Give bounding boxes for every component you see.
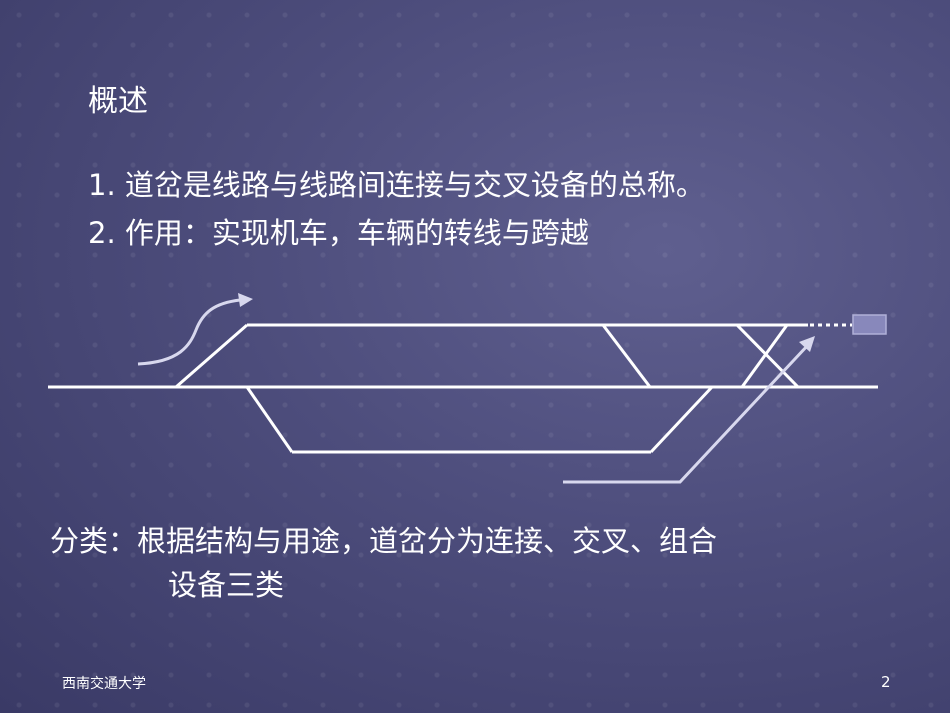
classification-line-1: 分类：根据结构与用途，道岔分为连接、交叉、组合 [50, 524, 718, 558]
crossing-b [740, 324, 789, 388]
middle-switch [601, 324, 652, 388]
point-1: 1. 道岔是线路与线路间连接与交叉设备的总称。 [88, 168, 705, 202]
train-car-icon [852, 314, 887, 335]
arrow-head-icon [238, 293, 253, 307]
crossing-arrow-icon [563, 343, 810, 484]
lower-loop-left [245, 386, 294, 453]
lower-loop-right [649, 385, 714, 454]
point-2: 2. 作用：实现机车，车辆的转线与跨越 [88, 216, 589, 250]
curved-arrow-icon [137, 298, 241, 366]
arrow-head-icon [799, 336, 815, 352]
footer-institution: 西南交通大学 [62, 676, 146, 692]
classification-line-2: 设备三类 [168, 568, 285, 602]
page-number: 2 [881, 673, 891, 691]
left-switch [175, 323, 248, 389]
crossing-a [735, 323, 800, 389]
slide-heading: 概述 [88, 84, 148, 119]
